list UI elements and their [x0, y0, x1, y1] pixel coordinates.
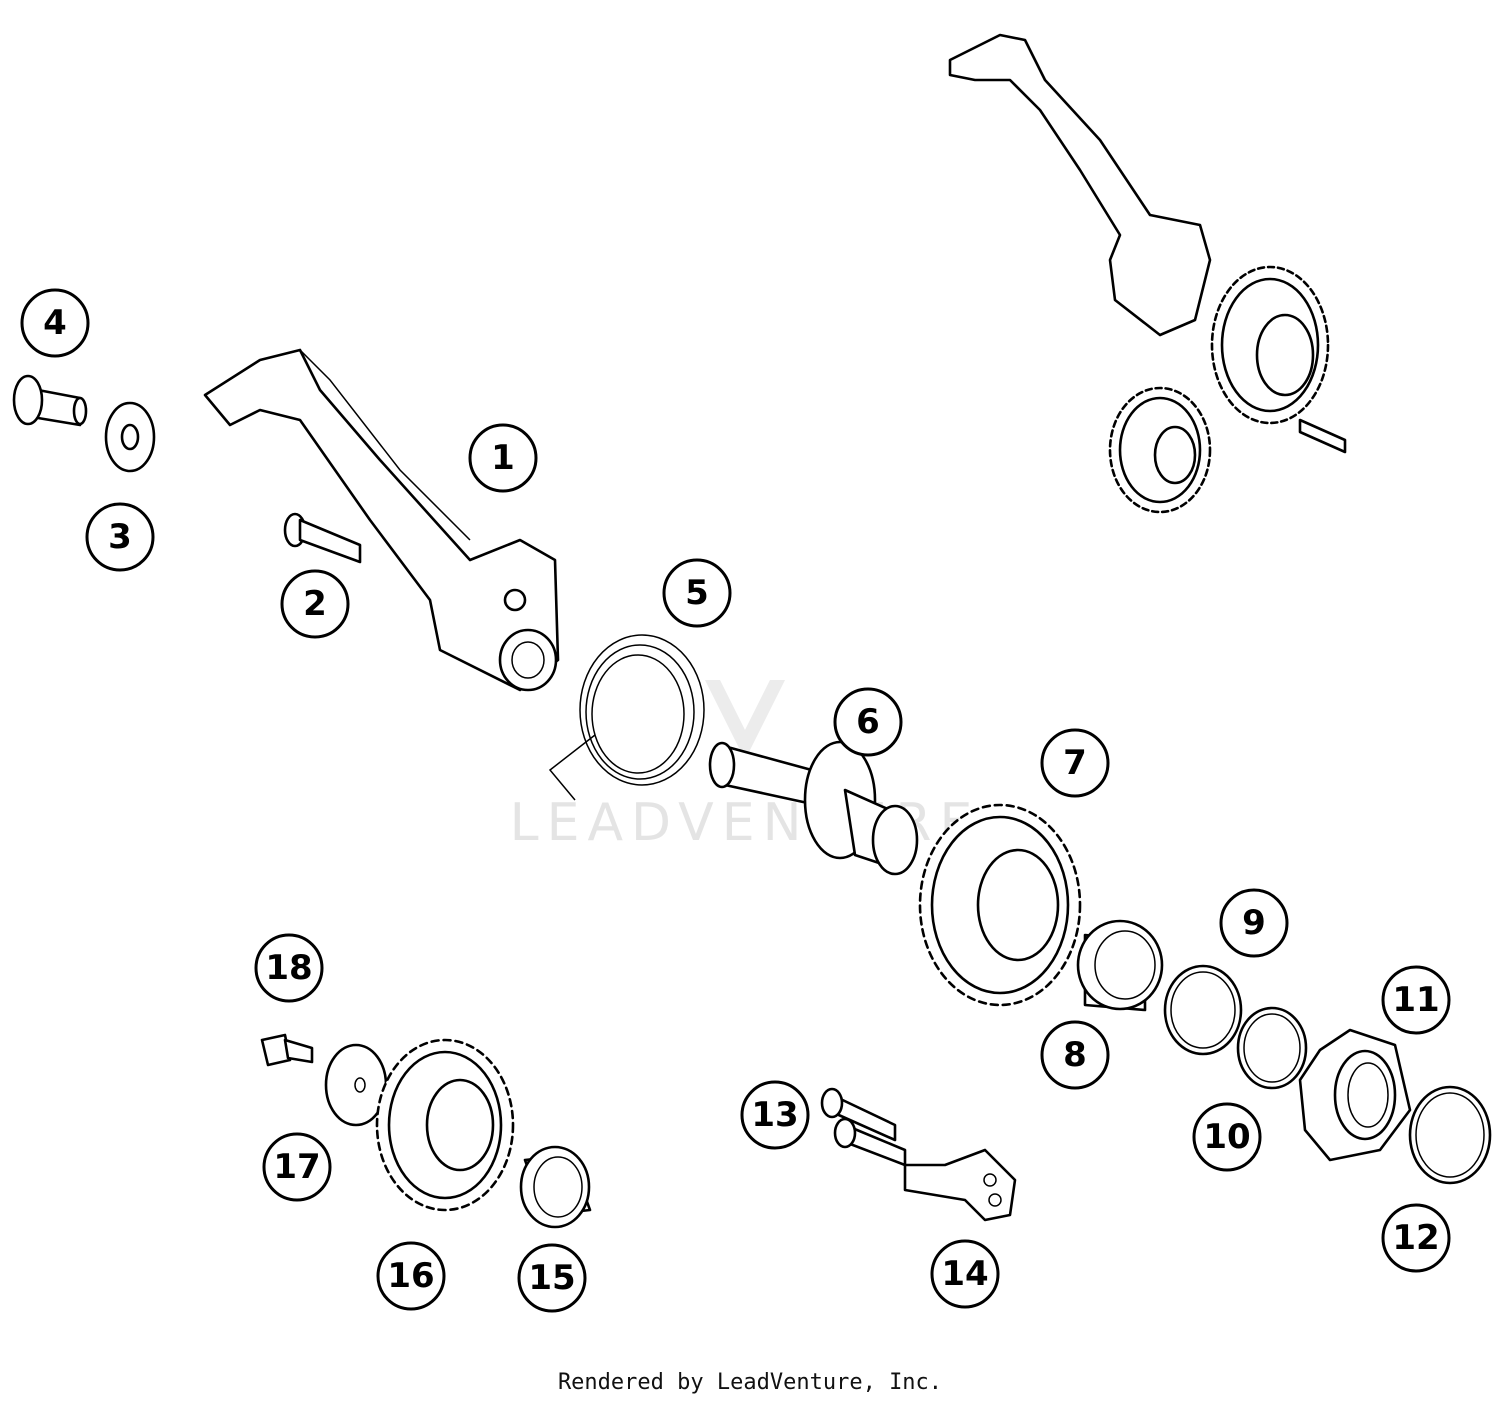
part-kick-start-gear	[918, 803, 1082, 1007]
part-retaining-ring	[1236, 1006, 1308, 1090]
callout-2: 2	[280, 569, 350, 639]
part-washer	[104, 401, 156, 473]
callout-3: 3	[85, 502, 155, 572]
callout-label: 8	[1063, 1035, 1087, 1075]
part-needle-bushing	[519, 1145, 592, 1229]
callout-label: 16	[387, 1256, 434, 1296]
callout-5: 5	[662, 558, 732, 628]
callout-4: 4	[20, 288, 90, 358]
callout-label: 18	[265, 948, 312, 988]
callout-13: 13	[740, 1080, 810, 1150]
assembly-view	[948, 33, 1347, 514]
callout-9: 9	[1219, 888, 1289, 958]
part-collar-bolt	[260, 1033, 314, 1067]
part-torsion-spring	[548, 634, 705, 801]
callout-label: 11	[1392, 980, 1439, 1020]
callout-10: 10	[1192, 1102, 1262, 1172]
callout-label: 2	[303, 584, 327, 624]
watermark-logo-icon	[705, 680, 785, 760]
callout-12: 12	[1381, 1203, 1451, 1273]
callout-15: 15	[517, 1243, 587, 1313]
callout-14: 14	[930, 1239, 1000, 1309]
callout-label: 15	[528, 1258, 575, 1298]
part-kick-start-shaft	[708, 740, 919, 876]
callout-label: 10	[1203, 1117, 1250, 1157]
part-kick-start-lever	[203, 348, 560, 692]
callout-label: 9	[1242, 903, 1266, 943]
callout-8: 8	[1040, 1020, 1110, 1090]
callout-16: 16	[376, 1241, 446, 1311]
callout-17: 17	[262, 1132, 332, 1202]
part-screws	[820, 1087, 907, 1167]
callout-label: 14	[941, 1254, 988, 1294]
part-lever-bolt	[283, 512, 362, 564]
callout-18: 18	[254, 933, 324, 1003]
callout-label: 13	[751, 1095, 798, 1135]
callout-label: 3	[108, 517, 132, 557]
callout-label: 12	[1392, 1218, 1439, 1258]
callout-11: 11	[1381, 965, 1451, 1035]
part-bushing	[1076, 919, 1164, 1012]
footer-credit: Rendered by LeadVenture, Inc.	[557, 1370, 943, 1395]
part-ratchet-spring-holder	[1298, 1028, 1412, 1162]
part-intermediate-gear	[375, 1038, 515, 1212]
callout-label: 1	[491, 438, 515, 478]
callout-7: 7	[1040, 728, 1110, 798]
part-circlip	[1408, 1085, 1492, 1185]
part-pivot-bolt	[12, 374, 88, 427]
callout-label: 7	[1063, 743, 1087, 783]
part-guide-plate	[903, 1148, 1017, 1222]
callout-6: 6	[833, 687, 903, 757]
callout-label: 5	[685, 573, 709, 613]
callout-label: 4	[43, 303, 67, 343]
part-shim-ring	[1163, 964, 1243, 1056]
callout-label: 17	[273, 1147, 320, 1187]
callout-1: 1	[468, 423, 538, 493]
callout-label: 6	[856, 702, 880, 742]
